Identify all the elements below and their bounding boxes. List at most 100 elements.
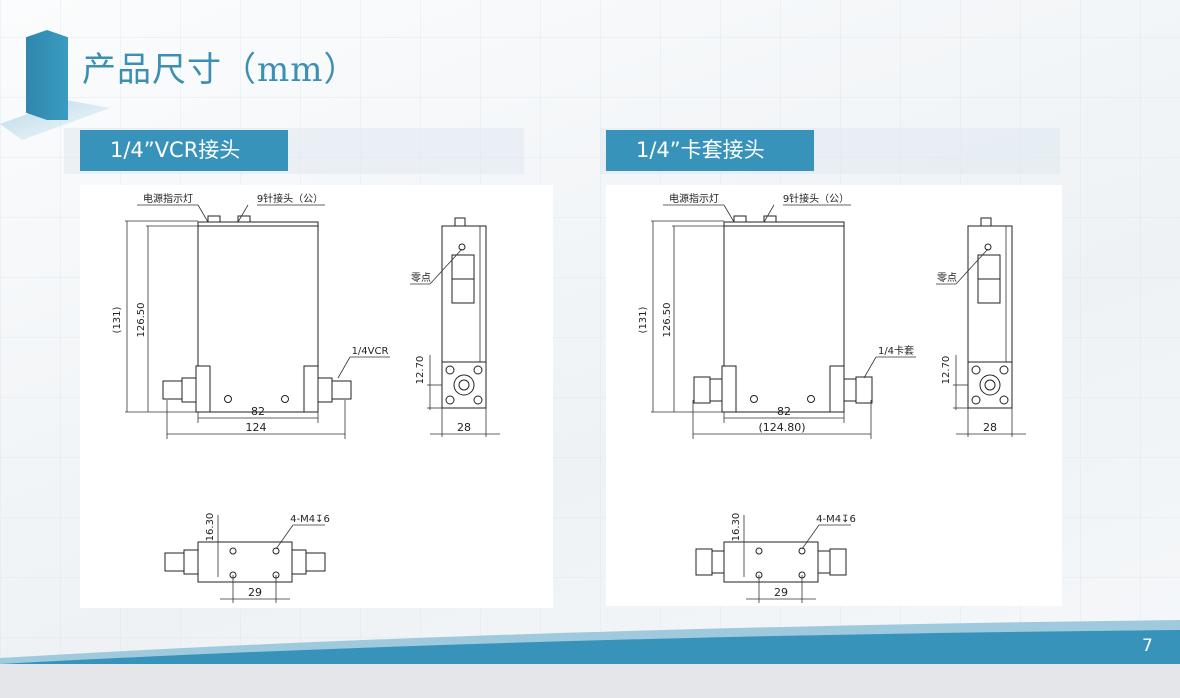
- bottom-body: [723, 541, 819, 583]
- mount-screw: [224, 395, 232, 403]
- footer-wave: [0, 620, 1180, 670]
- dim-body-height-value: 126.50: [136, 303, 147, 338]
- fitting: [693, 376, 723, 404]
- dim-port-height-value: 12.70: [415, 356, 426, 385]
- dim-port-height-value: 12.70: [941, 356, 952, 385]
- rj45-port: [451, 278, 475, 304]
- fitting-gland: [162, 380, 183, 400]
- fitting-nut: [183, 549, 199, 575]
- fitting-body-nut: [843, 378, 857, 402]
- mount-hole: [272, 547, 280, 555]
- label-fitting: 1/4卡套: [878, 344, 914, 357]
- leader: [723, 204, 735, 223]
- port-outer: [453, 374, 475, 396]
- fitting: [162, 377, 197, 403]
- fitting-gland: [331, 380, 352, 400]
- fitting-body-nut: [709, 378, 723, 402]
- leader: [801, 524, 820, 550]
- label-connector: 9针接头（公）: [783, 192, 849, 205]
- left-block: [195, 365, 211, 413]
- dim-hole-pitch-value: 29: [248, 586, 262, 599]
- fitting: [164, 549, 199, 575]
- label-power-led: 电源指示灯: [143, 192, 193, 205]
- right-block: [303, 365, 319, 413]
- leader: [337, 356, 351, 379]
- dim-hole-pitch-value: 29: [774, 586, 788, 599]
- dim-depth-value: 28: [983, 421, 997, 434]
- leader: [237, 204, 249, 223]
- dim-body-width-value: 82: [251, 405, 265, 418]
- bottom-body: [197, 541, 293, 583]
- side-flange: [441, 361, 487, 409]
- title-decor-block: [26, 30, 68, 120]
- port-inner: [984, 379, 996, 391]
- mount-hole: [229, 547, 237, 555]
- device-body: [197, 225, 319, 413]
- flange-bolt: [473, 365, 483, 375]
- fitting-body-nut: [711, 550, 725, 574]
- zero-button: [458, 243, 466, 251]
- flange-bolt: [971, 365, 981, 375]
- flange-bolt: [473, 395, 483, 405]
- device-body: [723, 225, 845, 413]
- label-power-led: 电源指示灯: [669, 192, 719, 205]
- label-zero: 零点: [411, 272, 431, 284]
- flange-bolt: [999, 395, 1009, 405]
- leader: [763, 204, 775, 223]
- side-connector: [454, 217, 466, 227]
- fitting-nut: [693, 376, 711, 404]
- dim-body-height-value: 126.50: [662, 303, 673, 338]
- right-block: [829, 365, 845, 413]
- dim-total-width-value: (124.80): [758, 421, 805, 434]
- connector-pin: [763, 215, 777, 223]
- fitting-nut: [855, 376, 873, 404]
- fitting: [291, 549, 326, 575]
- dim-total-width-value: 124: [246, 421, 267, 434]
- fitting-gland: [305, 552, 326, 572]
- page-title: 产品尺寸（mm）: [82, 50, 359, 90]
- flange-bolt: [999, 365, 1009, 375]
- connector-pin: [237, 215, 251, 223]
- fitting-nut: [181, 377, 197, 403]
- fitting-nut: [291, 549, 307, 575]
- fitting: [817, 548, 847, 576]
- port-outer: [979, 374, 1001, 396]
- fitting-nut: [829, 548, 847, 576]
- flange-bolt: [971, 395, 981, 405]
- fitting-gland: [164, 552, 185, 572]
- footer-bar: [0, 664, 1180, 698]
- dim-bottom-height-value: 16.30: [205, 513, 216, 542]
- page-number: 7: [1142, 636, 1153, 656]
- fitting-nut: [317, 377, 333, 403]
- mount-hole: [755, 547, 763, 555]
- dim-total-height-value: (131): [112, 306, 123, 333]
- section-header-vcr: 1/4”VCR接头: [80, 130, 288, 171]
- leader: [955, 248, 989, 285]
- label-holes: 4-M4↧6: [816, 514, 856, 525]
- leader: [429, 248, 463, 285]
- dim-depth-value: 28: [457, 421, 471, 434]
- fitting: [695, 548, 725, 576]
- mount-screw: [750, 395, 758, 403]
- mount-hole: [798, 547, 806, 555]
- top-plate: [197, 221, 319, 227]
- mount-screw: [281, 395, 289, 403]
- side-connector: [980, 217, 992, 227]
- power-led: [733, 215, 747, 223]
- rj45-port: [977, 278, 1001, 304]
- section-header-ferrule: 1/4”卡套接头: [606, 130, 814, 171]
- leader: [197, 204, 209, 223]
- left-block: [721, 365, 737, 413]
- fitting: [843, 376, 873, 404]
- label-zero: 零点: [937, 272, 957, 284]
- leader: [275, 524, 294, 550]
- leader: [863, 356, 877, 379]
- label-connector: 9针接头（公）: [257, 192, 323, 205]
- fitting-nut: [695, 548, 713, 576]
- label-holes: 4-M4↧6: [290, 514, 330, 525]
- mount-screw: [807, 395, 815, 403]
- flange-bolt: [445, 395, 455, 405]
